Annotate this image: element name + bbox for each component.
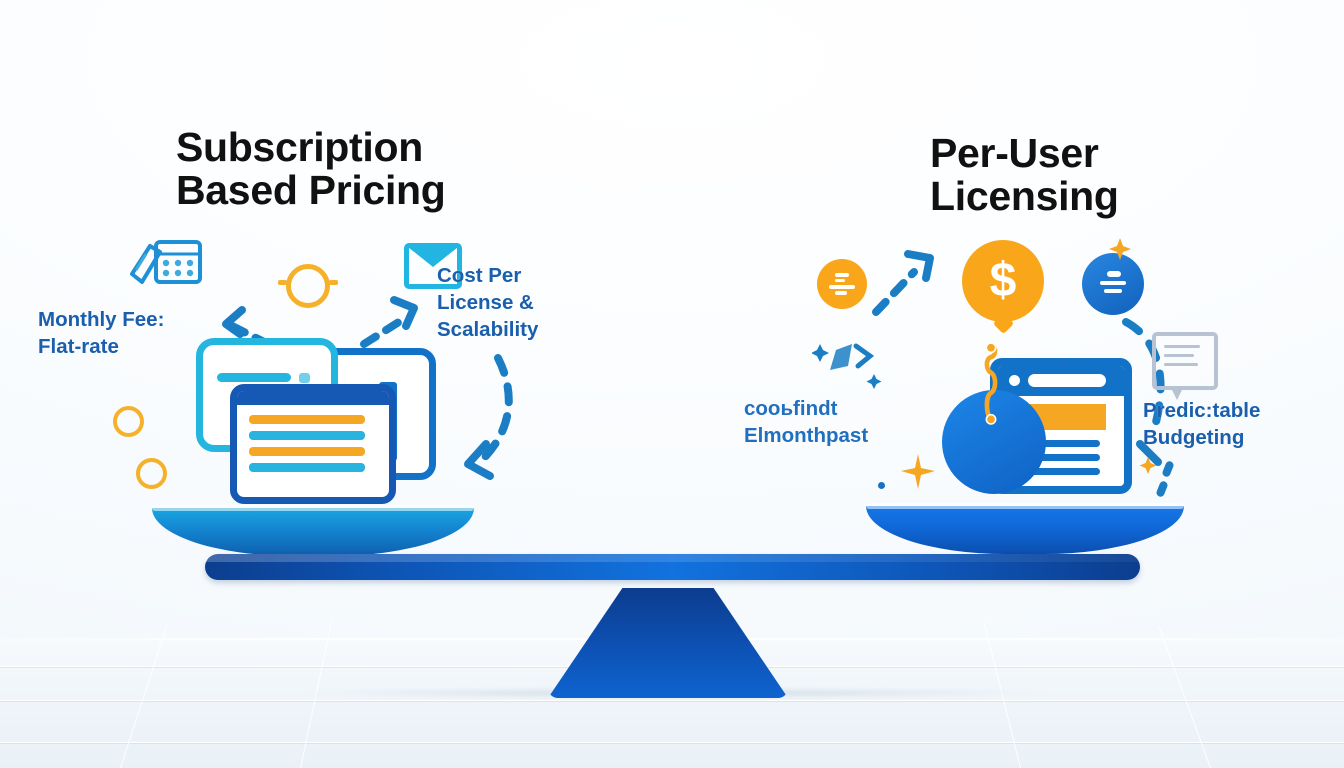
label-predictable-budgeting: Predic:table Budgeting: [1143, 399, 1261, 450]
label-cloud-cost: cooьfindt Elmonthpast: [744, 397, 869, 448]
orange-sparkle-icon: [1109, 238, 1131, 260]
bubble-tail: [1170, 386, 1184, 400]
grey-speech-document-icon: [1152, 332, 1218, 400]
page-title-left: Subscription Based Pricing: [176, 124, 446, 214]
gauge-window-illustration: [940, 340, 1132, 500]
floor-grid-line: [0, 700, 1344, 701]
page-title-right: Per-User Licensing: [930, 130, 1119, 220]
orange-circle-outline-icon: [113, 406, 144, 437]
scale-pan-right: [866, 503, 1184, 554]
orange-circle-outline-icon: [136, 458, 167, 489]
dollar-glyph: $: [989, 254, 1017, 307]
dashed-curve-arrow-icon: [464, 354, 513, 480]
orange-sparkle-icon: [901, 454, 935, 489]
envelope-icon: [404, 243, 462, 289]
calculator-icon: [126, 240, 206, 296]
orange-document-badge-icon: [817, 259, 867, 309]
label-cost-per-license: Cost Per License & Scalability: [437, 264, 539, 342]
dashed-arrow-up-icon: [872, 250, 934, 316]
decorative-dot: [878, 482, 885, 489]
decorative-dot: [1060, 360, 1066, 366]
blue-document-badge-icon: [1082, 253, 1144, 315]
dashed-arrow-up-icon: [360, 296, 418, 348]
gauge-circle: [942, 390, 1046, 494]
floor-diagonal-line: [120, 625, 168, 768]
stacked-cards-bar-chart-illustration: [196, 336, 436, 504]
floor-grid-line: [0, 742, 1344, 743]
scale-pan-left: [152, 505, 474, 556]
blue-sparkle-icon: [812, 343, 882, 389]
orange-ring-icon: [278, 264, 338, 308]
floor-diagonal-line: [1158, 626, 1211, 768]
foreground-list-card: [230, 384, 396, 504]
scale-beam: [205, 554, 1140, 580]
blue-sparkle-icon: [1140, 457, 1174, 497]
dashed-curve-arrow-icon: [1122, 318, 1165, 466]
dollar-sign-badge-icon: $: [962, 240, 1044, 322]
label-monthly-fee: Monthly Fee: Flat-rate: [38, 308, 165, 359]
gauge-needle-icon: [984, 342, 998, 425]
